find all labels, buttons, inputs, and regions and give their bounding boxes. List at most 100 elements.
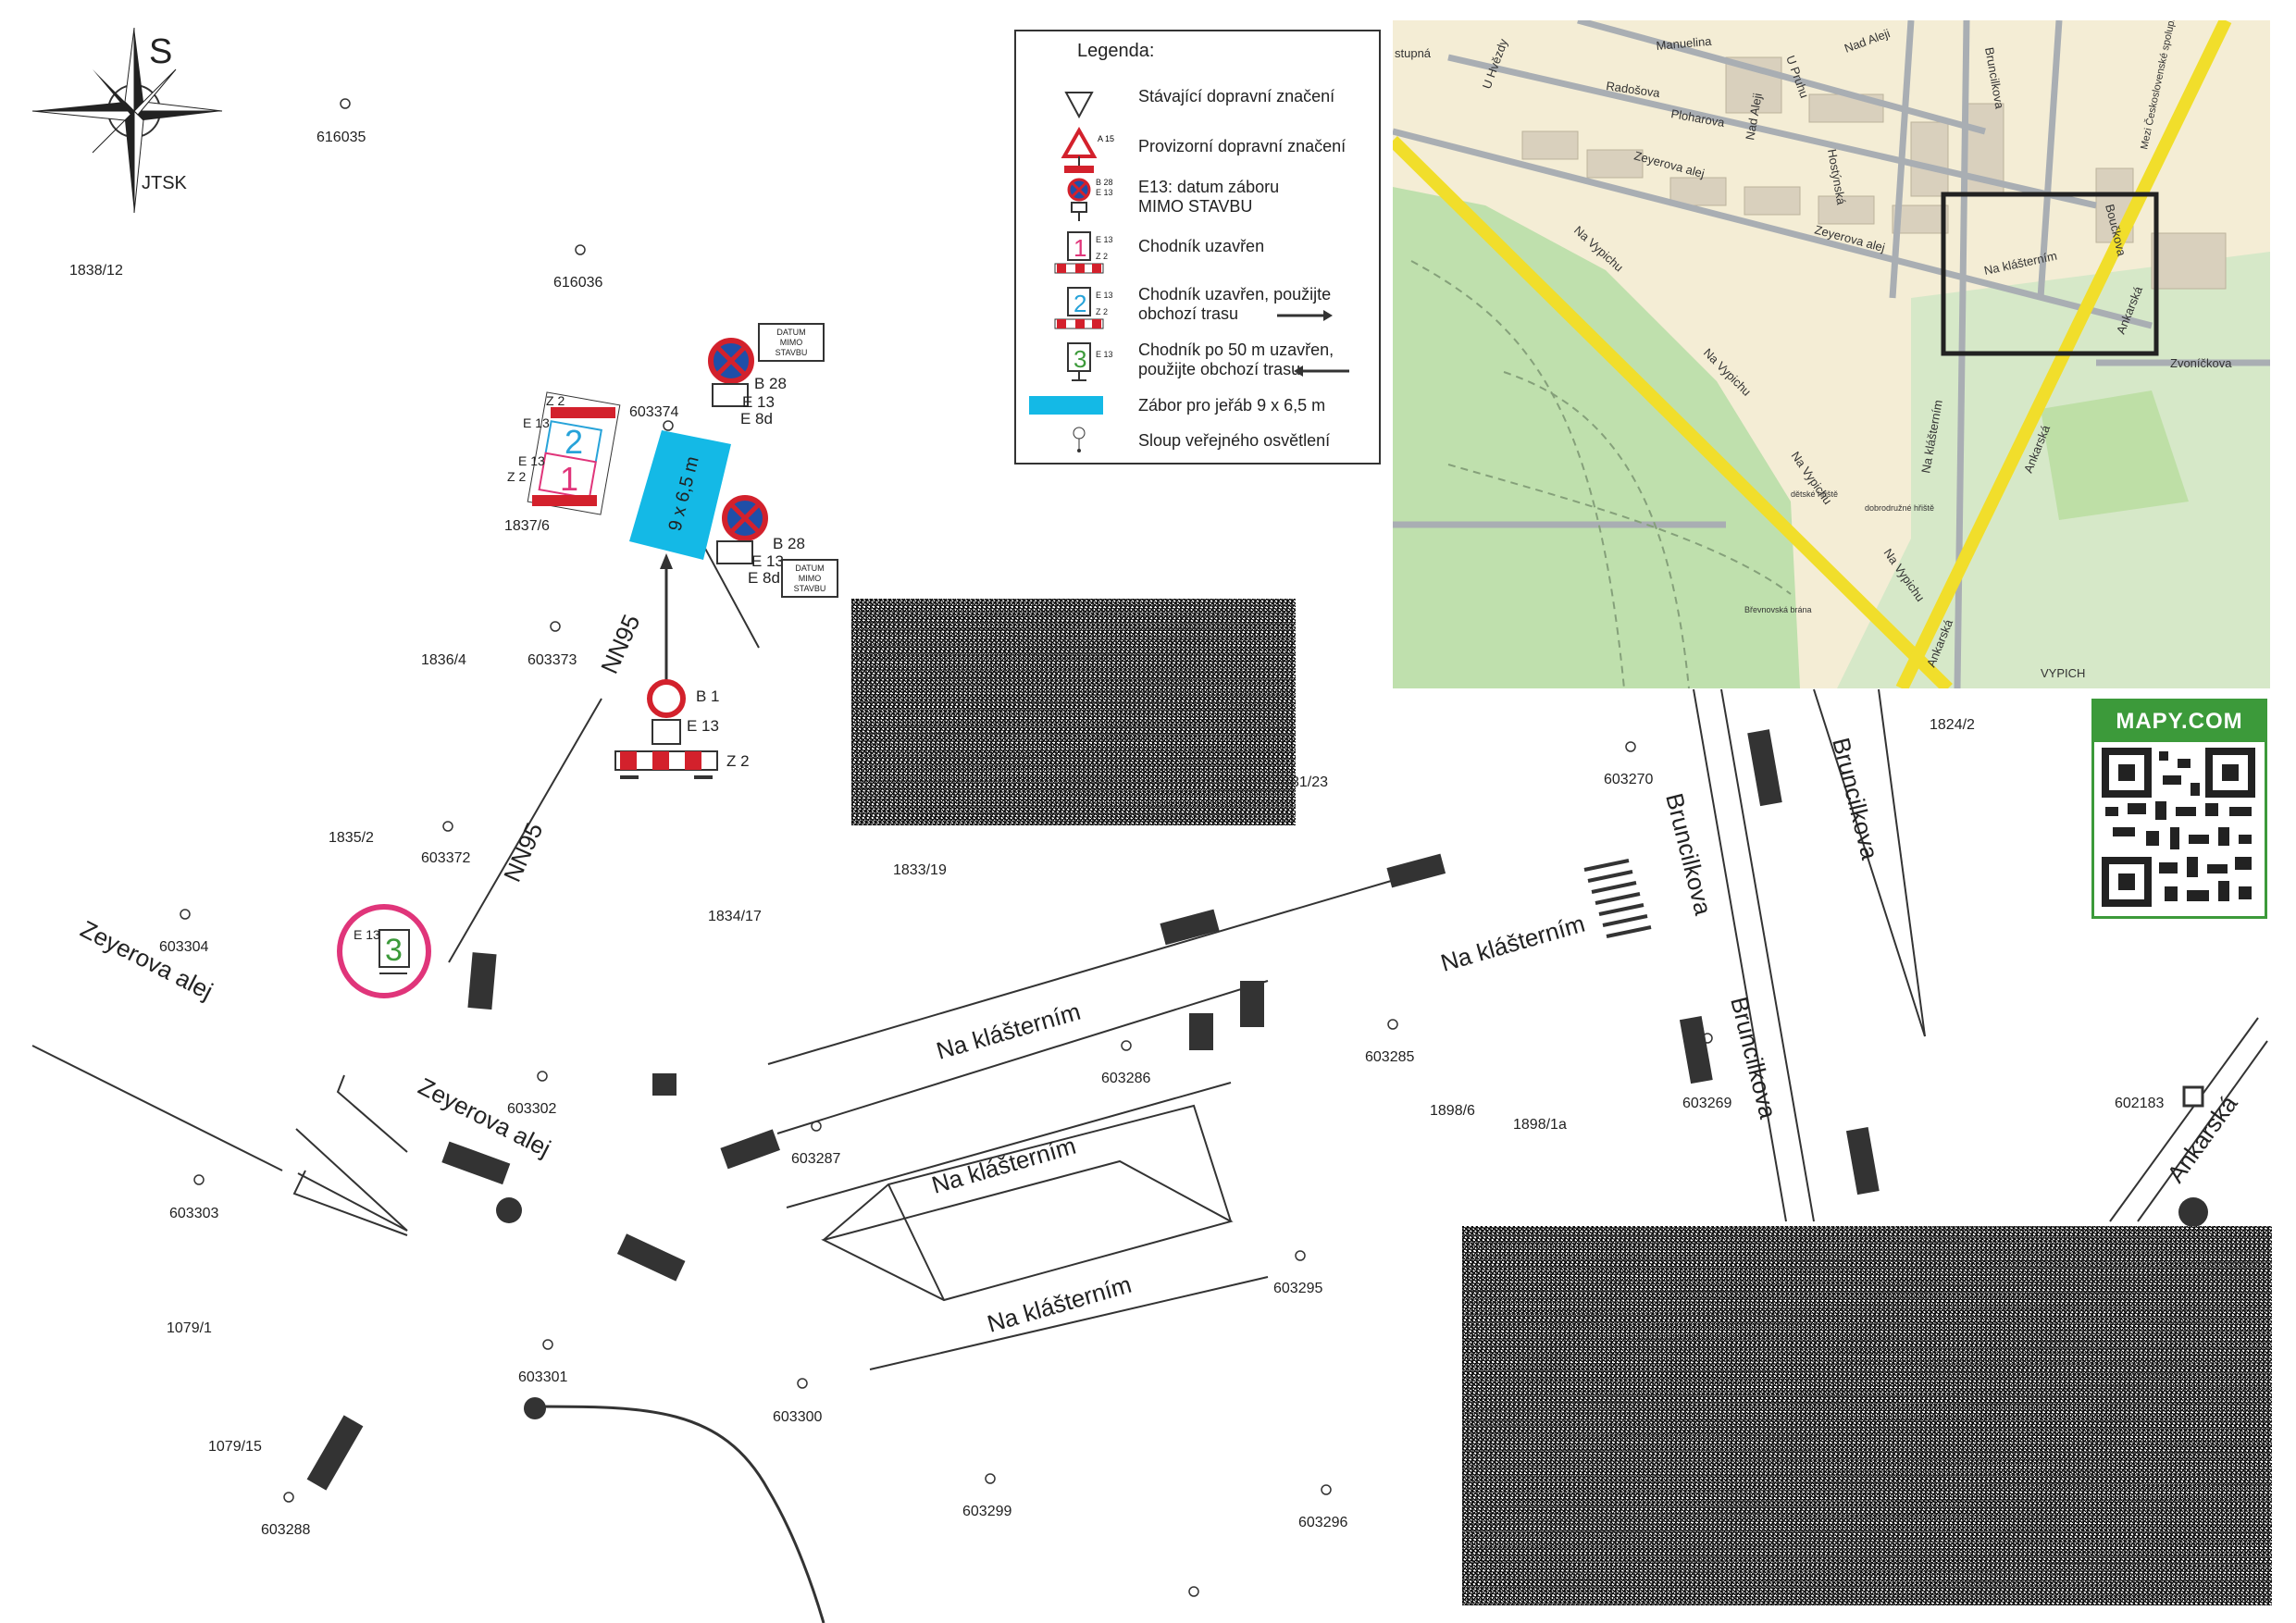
existing-sign-triangle-icon (1064, 92, 1094, 119)
pole-603296: 603296 (1298, 1515, 1347, 1530)
no-stopping-b28-e13-icon (1067, 178, 1091, 221)
legend-text-pole: Sloup veřejného osvětlení (1138, 431, 1331, 450)
pole-603303: 603303 (169, 1206, 218, 1221)
street-zeyerova-1: Zeyerova alej (76, 915, 217, 1006)
ov-label-17: Manuelina (1656, 34, 1713, 53)
mapy-badge[interactable]: MAPY.COM (2091, 699, 2267, 919)
sign-2-number: 2 (565, 423, 583, 461)
ov-label-24: dětské hřiště (1791, 489, 1838, 499)
e13-label-bottom: E 13 (751, 552, 784, 570)
pole-603295: 603295 (1273, 1281, 1322, 1296)
cable-nn95-1: NN95 (595, 611, 645, 678)
redacted-block-2 (1462, 1226, 2272, 1605)
street-bruncilkova-1: Bruncilkova (1660, 790, 1718, 918)
pole-602183: 602183 (2115, 1096, 2164, 1111)
light-poles (180, 98, 1713, 1597)
pole-603287: 603287 (791, 1151, 840, 1167)
closed-3-code: E 13 (1096, 350, 1113, 359)
pole-603374: 603374 (629, 404, 678, 420)
parcel-1835-2: 1835/2 (329, 830, 374, 846)
sign-3-circle: 3 E 13 (337, 904, 431, 998)
legend-panel: Legenda: Stávající dopravní značení A 15… (1014, 30, 1381, 465)
ov-label-23: dobrodružné hřiště (1865, 503, 1934, 513)
parcel-1824-2: 1824/2 (1930, 717, 1975, 733)
legend-text-temporary: Provizorní dopravní značení (1138, 137, 1347, 155)
compass-rose: S JTSK (31, 27, 223, 214)
crane-area-icon (1029, 396, 1103, 415)
legend-number-3: 3 (1074, 345, 1086, 373)
ov-label-20: stupná (1395, 46, 1432, 60)
street-light-pole-icon (1073, 427, 1086, 452)
pole-603372: 603372 (421, 850, 470, 866)
sign-1-number: 1 (560, 460, 578, 498)
legend-title: Legenda: (1077, 41, 1155, 61)
cable-nn95-2: NN95 (498, 819, 548, 886)
legend-text-closed-1: Chodník uzavřen (1138, 237, 1265, 255)
sidewalk-closed-50m-3-icon: 3 (1067, 342, 1091, 381)
legend-text-crane: Zábor pro jeřáb 9 x 6,5 m (1138, 396, 1326, 415)
street-zeyerova-2: Zeyerova alej (414, 1072, 555, 1163)
legend-number-2: 2 (1074, 290, 1086, 317)
sign-3-number: 3 (385, 933, 403, 968)
ov-label-21: VYPICH (2041, 666, 2085, 680)
z2-label-a: Z 2 (546, 393, 565, 408)
pole-603299: 603299 (962, 1504, 1011, 1519)
pole-603286: 603286 (1101, 1071, 1150, 1086)
pole-603302: 603302 (507, 1101, 556, 1117)
parking-signs (306, 729, 2204, 1491)
street-na-klasternim-4: Na klášterním (1437, 910, 1587, 977)
sign-3-code: E 13 (354, 927, 380, 942)
crane-area: 9 x 6,5 m 2 1 Z 2 E 13 Z 2 E 13 (507, 391, 731, 560)
parcel-31-23: 31/23 (1291, 774, 1328, 790)
e8d-label-top: E 8d (740, 410, 773, 427)
b28-e13-code: B 28 E 13 (1096, 178, 1113, 197)
pole-603304: 603304 (159, 939, 208, 955)
qr-code-icon (2102, 748, 2255, 907)
pole-603288: 603288 (261, 1522, 310, 1538)
a15-code: A 15 (1098, 134, 1114, 143)
b28-label-bottom: B 28 (773, 535, 805, 552)
street-na-klasternim-1: Na klášterním (933, 997, 1083, 1065)
parcel-1834-17: 1834/17 (708, 909, 762, 924)
parcel-1833-19: 1833/19 (893, 862, 947, 878)
ov-label-11: Zvoníčkova (2170, 356, 2232, 370)
e13-label-b1: E 13 (687, 717, 719, 735)
overview-map: Na Vypichu Na Vypichu Na Vypichu Zeyerov… (1393, 20, 2270, 688)
legend-text-closed-3: Chodník po 50 m uzavřen, použijte obchoz… (1138, 341, 1334, 378)
redacted-block-1 (851, 599, 1296, 825)
arrow-right-icon (1277, 310, 1333, 321)
pole-603285: 603285 (1365, 1049, 1414, 1065)
closed-2-code: E 13 Z 2 (1096, 291, 1113, 316)
zebra-crossing (1583, 859, 1652, 938)
overview-map-graphics: Na Vypichu Na Vypichu Na Vypichu Zeyerov… (1393, 20, 2270, 688)
e13-label-top: E 13 (742, 393, 775, 411)
parcel-1898-1a: 1898/1a (1513, 1117, 1567, 1133)
parcel-1079-15: 1079/15 (208, 1439, 262, 1455)
parcel-1836-4: 1836/4 (421, 652, 466, 668)
pole-603300: 603300 (773, 1409, 822, 1425)
e13-label-b: E 13 (518, 453, 545, 468)
ov-label-25: Břevnovská brána (1744, 605, 1812, 614)
parcel-1838-12: 1838/12 (69, 263, 123, 279)
pole-616035: 616035 (316, 130, 366, 145)
sidewalk-closed-detour-2-icon: 2 (1054, 287, 1104, 329)
legend-text-closed-2: Chodník uzavřen, použijte obchozí trasu (1138, 285, 1332, 323)
legend-number-1: 1 (1074, 234, 1086, 262)
pole-603270: 603270 (1604, 772, 1653, 787)
street-bruncilkova-3: Bruncilkova (1725, 994, 1782, 1121)
mapy-brand: MAPY.COM (2094, 701, 2265, 742)
compass-system-label: JTSK (142, 173, 188, 193)
pole-603373: 603373 (527, 652, 577, 668)
pole-616036: 616036 (553, 275, 602, 291)
e13-label-a: E 13 (523, 415, 550, 430)
round-signs (496, 1197, 2208, 1419)
street-bruncilkova-2: Bruncilkova (1827, 735, 1884, 862)
b1-label: B 1 (696, 688, 720, 705)
z2-label-b1: Z 2 (726, 752, 750, 770)
z2-label-b: Z 2 (507, 469, 526, 484)
arrow-left-icon (1294, 365, 1349, 377)
